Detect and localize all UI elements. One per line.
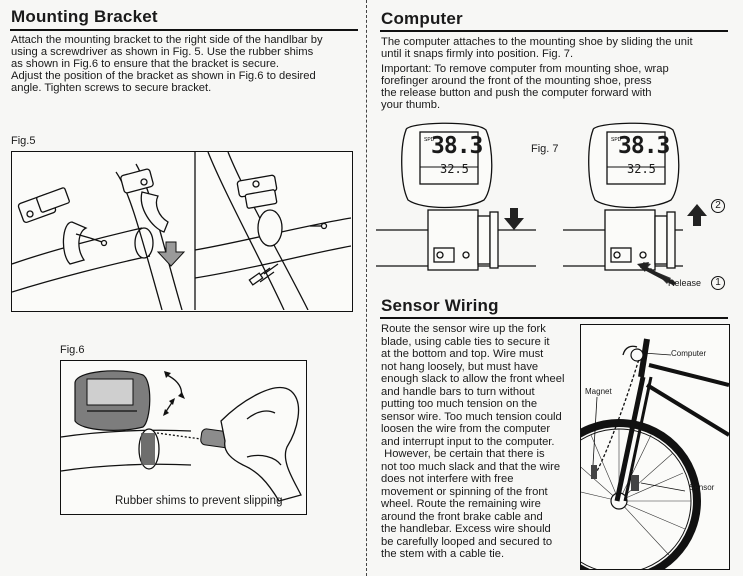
heading-rule [10, 29, 358, 31]
fig7-release-illustration: SPD 38.3 32.5 2 Release 1 [563, 118, 735, 290]
computer-label: Computer [671, 349, 707, 358]
text-line: Attach the mounting bracket to the right… [11, 34, 323, 46]
text-line: at the bottom and top. Wire must [381, 348, 544, 360]
text-line: Adjust the position of the bracket as sh… [11, 70, 316, 83]
text-line: does not interfere with free [381, 473, 514, 485]
fig6-label: Fig.6 [60, 344, 85, 356]
text-line: angle. Tighten screws to secure bracket. [11, 82, 212, 95]
sensor-wiring-heading: Sensor Wiring [381, 296, 499, 315]
text-line: sensor wire. Too much tension could [381, 410, 562, 423]
fig7-label: Fig. 7 [531, 143, 559, 155]
fig6-drawing [61, 370, 302, 502]
magnet-label: Magnet [585, 387, 612, 396]
column-divider [366, 0, 367, 576]
text-line: not hang loosely, but must have [381, 360, 539, 373]
text-line: until it snaps firmly into position. Fig… [381, 48, 574, 61]
text-line: The computer attaches to the mounting sh… [381, 36, 693, 48]
display-speed: 38.3 [431, 133, 483, 159]
fig5-illustration [11, 151, 353, 312]
text-line: using a screwdriver as shown in Fig. 5. … [11, 46, 314, 59]
text-line: the release button and push the computer… [381, 87, 652, 100]
release-label: Release [668, 278, 702, 288]
text-line: not too much slack and that the wire [381, 460, 561, 473]
heading-rule [380, 30, 728, 32]
fig5-label: Fig.5 [11, 135, 36, 147]
display-odometer: 32.5 [627, 162, 656, 176]
text-line: blade, using cable ties to secure it [381, 335, 550, 348]
step-2-badge: 2 [711, 199, 725, 213]
text-line: forefinger around the front of the mount… [381, 75, 652, 88]
text-line: and interrupt input to the computer. [381, 435, 555, 448]
text-line: around the front brake cable and [381, 510, 543, 523]
rubber-shims-caption: Rubber shims to prevent slipping [115, 495, 283, 507]
heading-rule [380, 317, 728, 319]
fig6-illustration: Rubber shims to prevent slipping [60, 360, 307, 515]
svg-text:SPD: SPD [424, 137, 435, 143]
display-odometer: 32.5 [440, 162, 469, 176]
text-line: and handle bars to turn without [381, 385, 535, 398]
text-line: putting too much tension on the [381, 398, 538, 410]
step-1-badge: 1 [711, 276, 725, 290]
text-line: loosen the wire from the computer [381, 423, 551, 435]
rubber-shim [141, 433, 155, 465]
text-line: Route the sensor wire up the fork [381, 323, 546, 335]
computer-heading: Computer [381, 9, 463, 28]
sensor-label: Sensor [689, 483, 715, 492]
text-line: movement or spinning of the front [381, 485, 548, 498]
text-line: However, be certain that there is [381, 448, 545, 460]
text-line: as shown in Fig.6 to ensure that the bra… [11, 58, 280, 71]
sensor-wiring-illustration: Computer Magnet Sensor [580, 324, 730, 570]
fig5-drawing [12, 152, 351, 310]
sensor-wiring-text: Route the sensor wire up the fork blade,… [381, 323, 577, 561]
computer-text: The computer attaches to the mounting sh… [381, 36, 731, 112]
text-line: wheel. Route the remaining wire [381, 498, 541, 510]
text-line: enough slack to allow the front wheel [381, 373, 565, 385]
text-line: your thumb. [381, 99, 441, 112]
text-line: Important: To remove computer from mount… [381, 63, 669, 76]
svg-text:SPD: SPD [611, 137, 622, 143]
text-line: the handlebar. Excess wire should [381, 523, 551, 535]
display-speed: 38.3 [618, 133, 670, 159]
text-line: be carefully looped and secured to [381, 535, 553, 548]
mounting-bracket-text: Attach the mounting bracket to the right… [11, 34, 363, 94]
text-line: the stem with a cable tie. [381, 548, 505, 560]
fig7-attach-illustration: SPD 38.3 32.5 [376, 118, 536, 290]
mounting-bracket-heading: Mounting Bracket [11, 7, 158, 26]
